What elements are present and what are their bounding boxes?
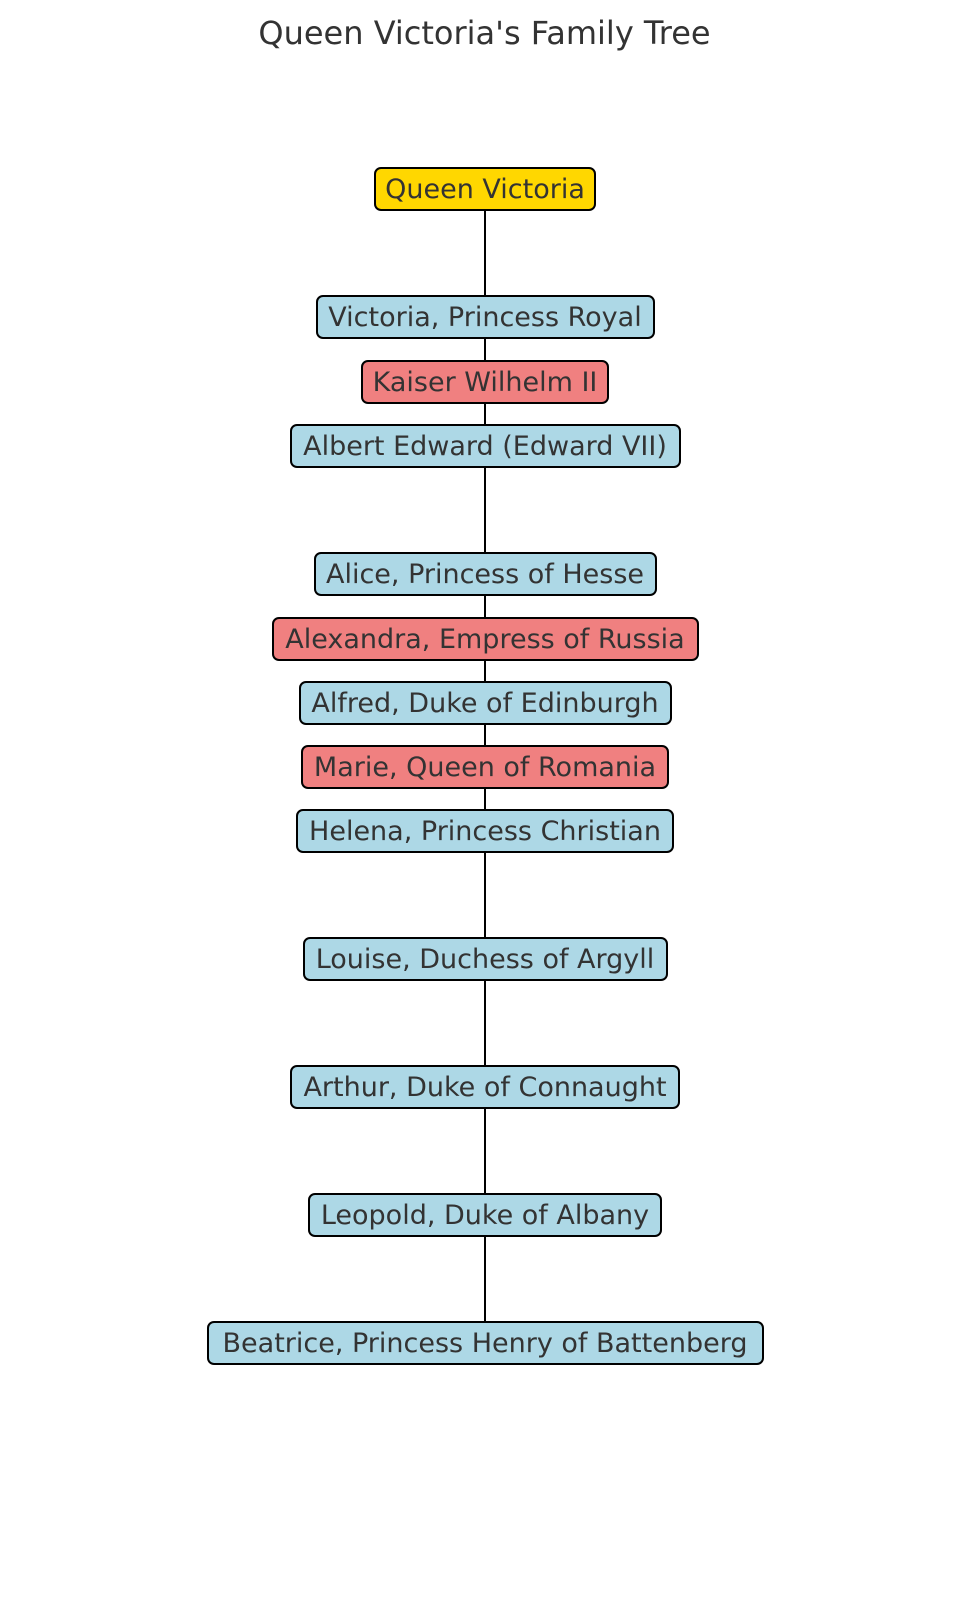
node-louise-duchess-of-argyll: Louise, Duchess of Argyll [302,937,668,981]
node-alexandra-empress-of-russia: Alexandra, Empress of Russia [271,617,699,661]
connector-line [483,831,487,959]
node-arthur-duke-of-connaught: Arthur, Duke of Connaught [290,1065,680,1109]
connector-line [483,703,487,767]
diagram-title: Queen Victoria's Family Tree [258,14,711,52]
connector-line [483,382,487,446]
node-marie-queen-of-romania: Marie, Queen of Romania [301,745,669,789]
node-beatrice-princess-henry-of-battenberg: Beatrice, Princess Henry of Battenberg [206,1321,764,1365]
connector-line [483,639,487,703]
node-queen-victoria: Queen Victoria [374,167,596,211]
connector-line [483,767,487,831]
node-victoria-princess-royal: Victoria, Princess Royal [315,295,655,339]
connector-line [483,574,487,639]
node-leopold-duke-of-albany: Leopold, Duke of Albany [308,1193,662,1237]
node-albert-edward: Albert Edward (Edward VII) [289,424,681,468]
node-kaiser-wilhelm-ii: Kaiser Wilhelm II [361,360,609,404]
connector-line [483,1215,487,1343]
connector-line [483,959,487,1087]
connector-line [483,1087,487,1215]
connector-line [483,189,487,317]
node-alfred-duke-of-edinburgh: Alfred, Duke of Edinburgh [298,681,672,725]
node-helena-princess-christian: Helena, Princess Christian [296,809,674,853]
connector-line [483,317,487,382]
node-alice-princess-of-hesse: Alice, Princess of Hesse [313,552,657,596]
connector-line [483,446,487,574]
